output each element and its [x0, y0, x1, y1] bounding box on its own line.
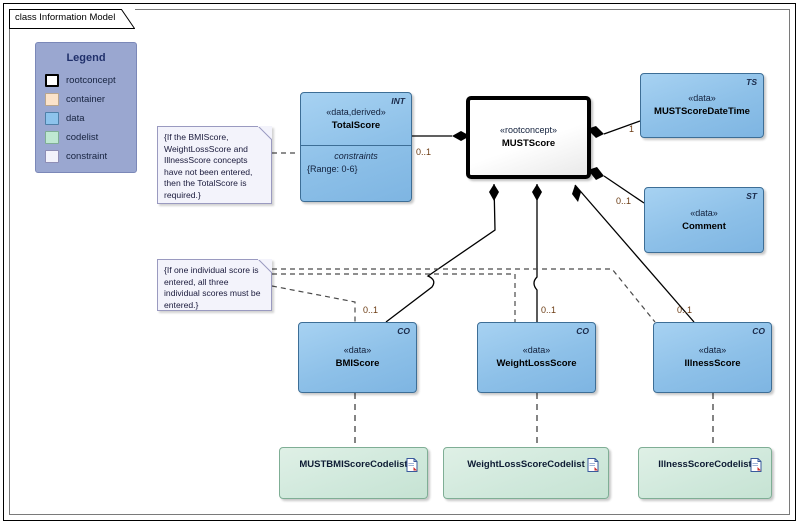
class-comment[interactable]: ST «data» Comment: [644, 187, 764, 253]
class-weightlossscore[interactable]: CO «data» WeightLossScore: [477, 322, 596, 393]
constraints-header: constraints: [334, 151, 378, 161]
class-body-illness-codelist: IllnessScoreCodelist: [639, 448, 771, 498]
class-stereotype-mustscore: «rootconcept»: [499, 125, 558, 135]
class-stereotype-totalscore: «data,derived»: [326, 106, 386, 117]
legend-swatch-container: [45, 93, 59, 106]
class-tag-weightlossscore: CO: [576, 326, 589, 336]
constraint-range: {Range: 0-6}: [307, 164, 358, 174]
class-header-totalscore: «data,derived» TotalScore: [301, 93, 411, 146]
class-bmiscore[interactable]: CO «data» BMIScore: [298, 322, 417, 393]
legend-swatch-data: [45, 112, 59, 125]
class-mustscore[interactable]: «rootconcept» MUSTScore: [466, 96, 591, 179]
multiplicity-totalscore: 0..1: [416, 147, 432, 157]
class-tag-bmiscore: CO: [397, 326, 410, 336]
class-weightloss-codelist[interactable]: WeightLossScoreCodelist: [443, 447, 609, 499]
multiplicity-illnessscore: 0..1: [677, 305, 693, 315]
class-illnessscore[interactable]: CO «data» IllnessScore: [653, 322, 772, 393]
note-individual-scores-constraint[interactable]: {If one individual score is entered, all…: [157, 259, 272, 311]
legend-item-constraint: constraint: [36, 147, 136, 166]
class-tag-totalscore: INT: [391, 96, 405, 106]
document-icon: [406, 458, 418, 472]
note-text-individual-scores: {If one individual score is entered, all…: [164, 265, 261, 310]
class-body-bmi-codelist: MUSTBMIScoreCodelist: [280, 448, 427, 498]
legend-item-container: container: [36, 90, 136, 109]
legend-label-rootconcept: rootconcept: [66, 75, 116, 86]
class-body-weightlossscore: «data» WeightLossScore: [478, 323, 595, 392]
class-body-weightloss-codelist: WeightLossScoreCodelist: [444, 448, 608, 498]
class-name-mustscore: MUSTScore: [501, 138, 556, 149]
multiplicity-comment: 0..1: [616, 196, 632, 206]
legend-label-container: container: [66, 94, 106, 105]
class-name-bmi-codelist: MUSTBMIScoreCodelist: [299, 459, 408, 470]
class-name-illness-codelist: IllnessScoreCodelist: [658, 459, 752, 470]
legend-item-data: data: [36, 109, 136, 128]
class-totalscore[interactable]: INT «data,derived» TotalScore constraint…: [300, 92, 412, 202]
legend-title: Legend: [66, 52, 106, 64]
legend-swatch-constraint: [45, 150, 59, 163]
multiplicity-bmiscore: 0..1: [363, 305, 379, 315]
title-tab-shape: [9, 9, 135, 29]
note-fold-corner: [258, 259, 272, 273]
multiplicity-mustscoredatetime: 1: [629, 124, 635, 134]
class-bmi-codelist[interactable]: MUSTBMIScoreCodelist: [279, 447, 428, 499]
class-constraints-totalscore: constraints {Range: 0-6}: [301, 146, 411, 174]
class-stereotype-bmiscore: «data»: [343, 345, 372, 355]
multiplicity-weightlossscore: 0..1: [541, 305, 557, 315]
note-text-totalscore: {If the BMIScore, WeightLossScore and Il…: [164, 132, 253, 200]
legend-swatch-rootconcept: [45, 74, 59, 87]
class-name-weightloss-codelist: WeightLossScoreCodelist: [467, 459, 585, 470]
class-tag-comment: ST: [746, 191, 757, 201]
class-name-illnessscore: IllnessScore: [684, 358, 741, 369]
class-stereotype-weightlossscore: «data»: [522, 345, 551, 355]
legend-label-codelist: codelist: [66, 132, 99, 143]
class-mustscoredatetime[interactable]: TS «data» MUSTScoreDateTime: [640, 73, 764, 138]
document-icon: [587, 458, 599, 472]
diagram-title-tab[interactable]: class Information Model: [9, 9, 135, 29]
class-name-bmiscore: BMIScore: [335, 358, 380, 369]
note-totalscore-constraint[interactable]: {If the BMIScore, WeightLossScore and Il…: [157, 126, 272, 204]
class-body-mustscoredatetime: «data» MUSTScoreDateTime: [641, 74, 763, 137]
class-tag-illnessscore: CO: [752, 326, 765, 336]
document-icon: [750, 458, 762, 472]
legend-item-codelist: codelist: [36, 128, 136, 147]
legend-item-rootconcept: rootconcept: [36, 71, 136, 90]
class-name-weightlossscore: WeightLossScore: [496, 358, 577, 369]
legend-items: rootconcept container data codelist cons…: [36, 71, 136, 166]
legend-label-constraint: constraint: [66, 151, 108, 162]
class-tag-mustscoredatetime: TS: [746, 77, 757, 87]
class-body-bmiscore: «data» BMIScore: [299, 323, 416, 392]
class-body-mustscore: «rootconcept» MUSTScore: [470, 100, 587, 175]
class-body-illnessscore: «data» IllnessScore: [654, 323, 771, 392]
legend-swatch-codelist: [45, 131, 59, 144]
class-name-comment: Comment: [682, 220, 726, 232]
note-fold-corner: [258, 126, 272, 140]
legend-label-data: data: [66, 113, 85, 124]
class-stereotype-comment: «data»: [690, 207, 718, 218]
class-body-comment: «data» Comment: [645, 188, 763, 252]
class-name-mustscoredatetime: MUSTScoreDateTime: [654, 106, 750, 117]
class-illness-codelist[interactable]: IllnessScoreCodelist: [638, 447, 772, 499]
class-stereotype-illnessscore: «data»: [698, 345, 727, 355]
class-name-totalscore: TotalScore: [331, 119, 381, 131]
legend-panel: Legend rootconcept container data codeli…: [35, 42, 137, 173]
diagram-title: class Information Model: [15, 12, 116, 23]
class-stereotype-mustscoredatetime: «data»: [688, 93, 716, 103]
